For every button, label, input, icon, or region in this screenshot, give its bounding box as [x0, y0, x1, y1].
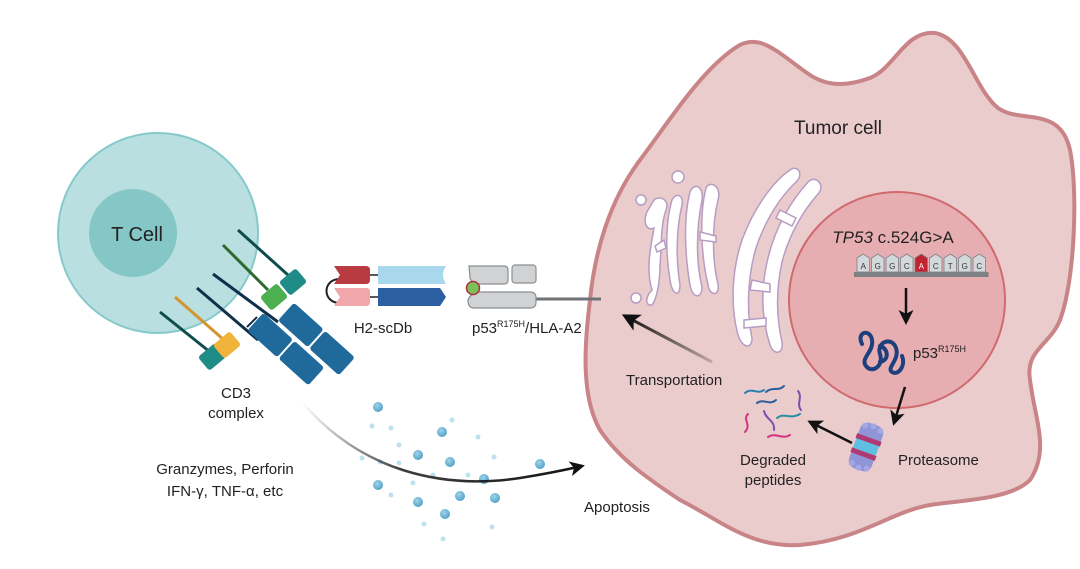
- cytotoxic-granules-icon: [359, 402, 545, 542]
- granule: [489, 524, 495, 530]
- protein-label: p53R175H: [913, 344, 966, 362]
- diabody-label: H2-scDb: [354, 320, 412, 337]
- cd3-label-line1: CD3: [221, 385, 251, 402]
- granule: [421, 521, 427, 527]
- endoplasmic-reticulum-icon: [732, 167, 822, 353]
- cd3-complex-icon: [159, 228, 354, 385]
- dna-base: [929, 253, 943, 273]
- phla-superscript: R175H: [497, 319, 525, 329]
- granule: [490, 493, 500, 503]
- dna-base: [943, 253, 957, 273]
- tumor-nucleus: [788, 191, 1006, 409]
- protein-icon: [858, 330, 905, 375]
- granule: [369, 423, 375, 429]
- granule: [440, 536, 446, 542]
- t-cell-nucleus: [89, 189, 177, 277]
- granule: [455, 491, 465, 501]
- t-cell-label: T Cell: [111, 224, 163, 246]
- peptide-hla-icon: [465, 264, 601, 309]
- dna-base-letter: G: [962, 262, 968, 271]
- granule: [475, 434, 481, 440]
- tumor-cell-label: Tumor cell: [794, 118, 882, 139]
- peptide-arrow: [807, 420, 853, 445]
- granule: [388, 425, 394, 431]
- degraded-peptides-label-line2: peptides: [745, 472, 802, 489]
- granule: [437, 427, 447, 437]
- dna-base-letter: C: [976, 262, 982, 271]
- dna-base-letter: C: [904, 262, 910, 271]
- peptides-icon: [744, 385, 802, 438]
- dna-base: [871, 253, 885, 273]
- transportation-label: Transportation: [626, 372, 722, 389]
- granule: [491, 454, 497, 460]
- granule: [449, 417, 455, 423]
- dna-base-letter: A: [861, 262, 867, 271]
- dna-base: [972, 253, 986, 273]
- peptide-hla-label: p53R175H/HLA-A2: [472, 319, 582, 337]
- mutation-notation: c.524G>A: [873, 228, 954, 247]
- dna-base-letter: C: [933, 262, 939, 271]
- dna-base-letter: A: [919, 262, 925, 271]
- phla-suffix: /HLA-A2: [525, 320, 582, 337]
- golgi-icon: [630, 170, 720, 306]
- degradation-arrow: [890, 386, 907, 426]
- granule: [388, 492, 394, 498]
- dna-base-mutant: [914, 253, 928, 273]
- gene-name: TP53: [832, 228, 873, 247]
- dna-base-letter: T: [948, 262, 953, 271]
- dna-base: [885, 253, 899, 273]
- granule: [535, 459, 545, 469]
- protein-mutation-superscript: R175H: [938, 344, 966, 354]
- granule: [445, 457, 455, 467]
- phla-name: p53: [472, 320, 497, 337]
- gene-mutation-label: TP53 c.524G>A: [832, 228, 954, 247]
- granule: [373, 480, 383, 490]
- peptide-antigen: [465, 280, 481, 296]
- dna-backbone: [854, 272, 989, 277]
- proteasome-icon: [848, 422, 884, 472]
- granule: [359, 455, 365, 461]
- protein-name: p53: [913, 345, 938, 362]
- degraded-peptides-label-line1: Degraded: [740, 452, 806, 469]
- granule: [413, 497, 423, 507]
- proteasome-label: Proteasome: [898, 452, 979, 469]
- effectors-label-line1: Granzymes, Perforin: [156, 461, 294, 478]
- dna-base-letter: G: [875, 262, 881, 271]
- granule: [465, 472, 471, 478]
- granule: [396, 460, 402, 466]
- cd3-label-line2: complex: [208, 405, 264, 422]
- dna-base: [856, 253, 870, 273]
- granule: [440, 509, 450, 519]
- dna-base: [900, 253, 914, 273]
- granule: [396, 442, 402, 448]
- granule: [413, 450, 423, 460]
- effectors-label-line2: IFN-γ, TNF-α, etc: [167, 483, 284, 500]
- apoptosis-label: Apoptosis: [584, 499, 650, 516]
- dna-base-letter: G: [889, 262, 895, 271]
- granule: [373, 402, 383, 412]
- dna-base: [958, 253, 972, 273]
- diabody-icon: [325, 266, 446, 306]
- granule: [410, 480, 416, 486]
- t-cell: T Cell: [57, 132, 259, 334]
- apoptosis-arrow: [301, 401, 585, 483]
- transportation-arrow: [621, 314, 713, 364]
